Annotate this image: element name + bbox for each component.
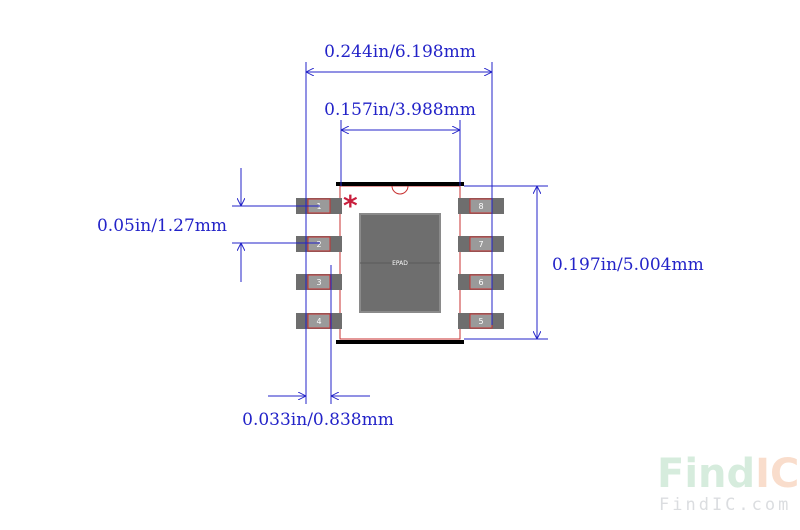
dim-body-length: 0.197in/5.004mm: [464, 185, 704, 340]
dim-overall-width-label: 0.244in/6.198mm: [324, 42, 476, 62]
dim-body-width-label: 0.157in/3.988mm: [324, 100, 476, 120]
pad-3-label: 3: [316, 278, 321, 287]
findic-watermark: FindIC FindIC.com: [657, 451, 799, 515]
pad-4-label: 4: [316, 317, 321, 326]
dim-pitch: 0.05in/1.27mm: [97, 168, 320, 282]
pad-4-copper: [307, 313, 331, 329]
dim-overall-width: 0.244in/6.198mm: [305, 42, 493, 404]
epad-label: EPAD: [392, 260, 408, 267]
left-pads: 1 2 3 4: [296, 198, 342, 329]
dim-pad-width-label: 0.033in/0.838mm: [242, 410, 394, 430]
dim-pad-width: 0.033in/0.838mm: [242, 265, 394, 430]
watermark-url: FindIC.com: [659, 495, 791, 515]
watermark-logo-ic: IC: [755, 451, 799, 497]
pad-8-label: 8: [478, 202, 483, 211]
right-pads: 8 7 6 5: [458, 198, 504, 329]
pad-3-copper: [307, 274, 331, 290]
pad-5-label: 5: [478, 317, 483, 326]
pad-2-copper: [307, 236, 331, 252]
watermark-logo-find: Find: [657, 451, 755, 497]
pin1-notch: [391, 185, 409, 195]
pin1-marker: *: [343, 189, 358, 222]
dim-body-width: 0.157in/3.988mm: [324, 100, 476, 186]
pad-2-label: 2: [316, 240, 321, 249]
pad-7-label: 7: [478, 240, 483, 249]
pad-6-label: 6: [478, 278, 483, 287]
dim-pitch-label: 0.05in/1.27mm: [97, 216, 227, 236]
dim-body-length-label: 0.197in/5.004mm: [552, 255, 704, 275]
watermark-logo: FindIC: [657, 451, 799, 497]
